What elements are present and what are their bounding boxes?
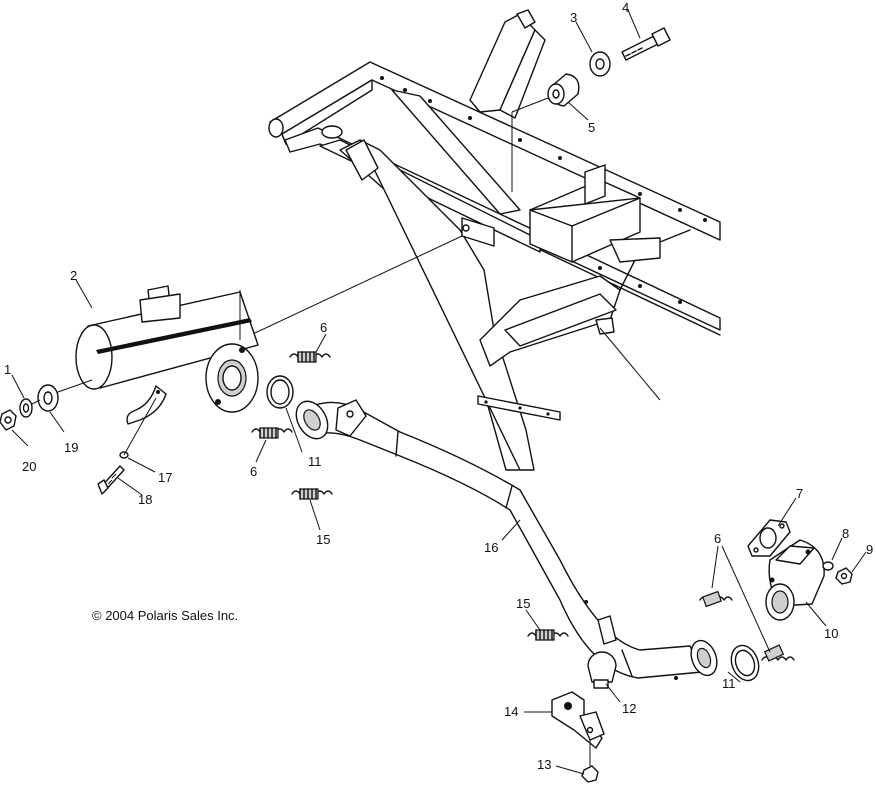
part-8-washer	[822, 561, 834, 571]
part-13-nut	[581, 765, 599, 783]
part-15-spring-left	[291, 488, 333, 500]
callout-1: 1	[4, 362, 11, 377]
callout-18: 18	[138, 492, 152, 507]
part-19-bushing	[37, 384, 59, 412]
callout-10: 10	[824, 626, 838, 641]
callout-8: 8	[842, 526, 849, 541]
part-6-spring-upper-left	[289, 351, 331, 363]
part-16-head-pipe	[295, 399, 718, 680]
callout-12: 12	[622, 701, 636, 716]
callout-14: 14	[504, 704, 518, 719]
part-18-bolt	[97, 465, 125, 495]
part-9-nut	[835, 567, 853, 585]
callout-15-center: 15	[516, 596, 530, 611]
part-3-washer	[589, 51, 611, 77]
copyright-text: © 2004 Polaris Sales Inc.	[92, 608, 238, 623]
part-1-washer	[19, 398, 33, 418]
callout-11-left: 11	[308, 454, 322, 469]
part-15-spring-center	[527, 629, 569, 641]
callout-4: 4	[622, 0, 629, 15]
callout-11-right: 11	[722, 676, 736, 691]
callout-7: 7	[796, 486, 803, 501]
callout-16: 16	[484, 540, 498, 555]
callout-15-left: 15	[316, 532, 330, 547]
callout-20: 20	[22, 459, 36, 474]
callout-3: 3	[570, 10, 577, 25]
part-6-spring-lower-left	[251, 427, 293, 439]
callout-9: 9	[866, 542, 873, 557]
callout-6-upper-left: 6	[320, 320, 327, 335]
callout-6-right: 6	[714, 531, 721, 546]
part-11-gasket-right	[730, 644, 760, 682]
muffler	[75, 285, 259, 425]
callout-19: 19	[64, 440, 78, 455]
callout-2: 2	[70, 268, 77, 283]
part-5-bushing	[547, 73, 580, 107]
part-6-spring-right-upper	[699, 590, 733, 608]
part-20-nut	[0, 409, 17, 431]
part-4-bolt	[621, 27, 671, 61]
part-6-spring-right-lower	[761, 644, 795, 662]
callout-labels: 2 1 20 19 17 18 6 6 11 15 16 15 6 11 7 8…	[4, 0, 873, 772]
part-14-bracket	[551, 691, 605, 749]
part-7-gasket	[747, 519, 791, 557]
callout-leaders	[11, 9, 867, 775]
part-12-plug	[587, 651, 617, 689]
callout-5: 5	[588, 120, 595, 135]
callout-13: 13	[537, 757, 551, 772]
part-10-manifold	[765, 539, 825, 621]
callout-17: 17	[158, 470, 172, 485]
callout-6-lower-left: 6	[250, 464, 257, 479]
vehicle-frame	[268, 9, 721, 471]
part-11-gasket-left	[266, 375, 294, 409]
